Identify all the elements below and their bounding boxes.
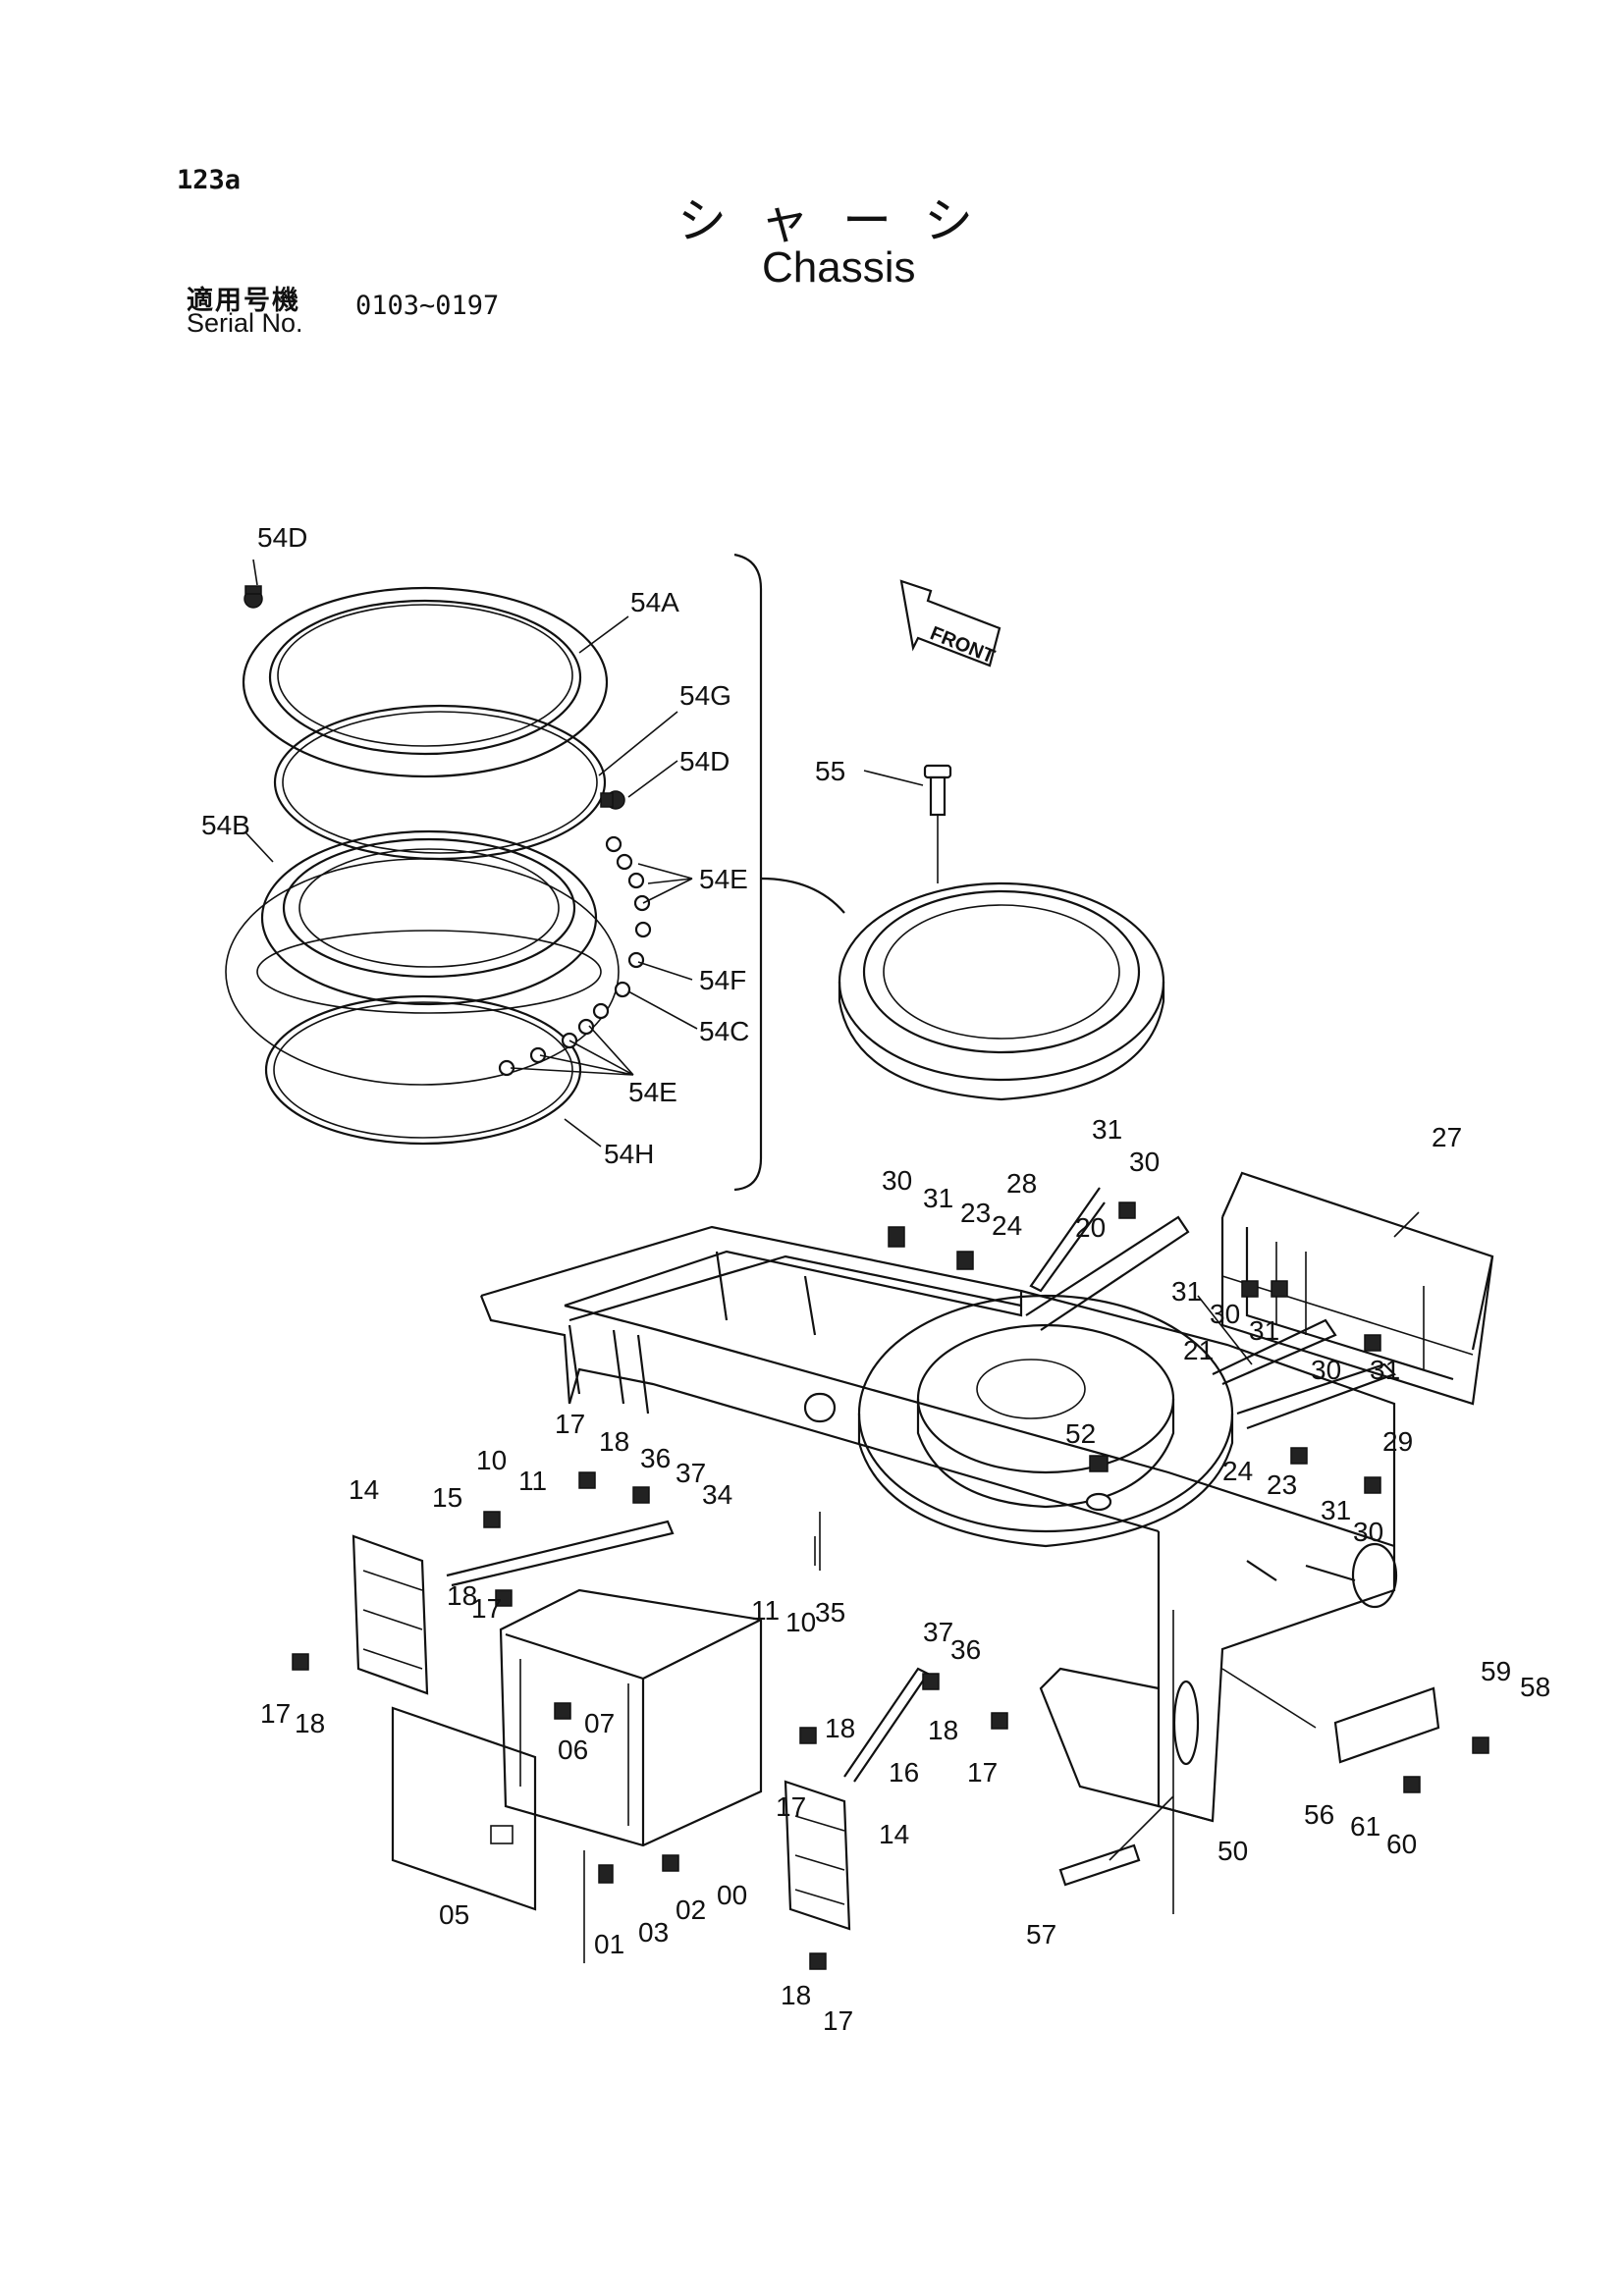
callout-31-b: 31 [923,1183,953,1213]
callout-30-b: 30 [882,1165,912,1196]
callout-36-b: 36 [950,1634,981,1665]
callout-18-b: 18 [447,1580,477,1611]
installed-bearing [838,764,1165,1101]
callout-23-b: 23 [1267,1469,1297,1500]
callout-05: 05 [439,1899,469,1930]
serial-range: 0103~0197 [355,291,500,321]
callout-18-e: 18 [928,1715,958,1745]
callout-17-e: 17 [776,1791,806,1822]
callout-21: 21 [1183,1335,1214,1365]
battery-box [391,1588,763,1963]
callout-18-f: 18 [781,1980,811,2010]
callout-31-f: 31 [1321,1495,1351,1525]
callout-10-b: 10 [785,1607,816,1637]
callout-00: 00 [717,1880,747,1910]
callout-17-d: 17 [967,1757,998,1788]
callout-18-a: 18 [599,1426,629,1457]
callout-20: 20 [1075,1212,1106,1243]
callout-60: 60 [1386,1829,1417,1859]
title-japanese: シャーシ [677,192,1006,249]
side-brackets [1025,1187,1396,1430]
callout-54a: 54A [630,587,679,617]
callout-17-f: 17 [823,2005,853,2036]
callout-37-b: 37 [923,1617,953,1647]
callout-50: 50 [1217,1836,1248,1866]
serial-label-japanese: 適用号機 [187,286,300,316]
swing-bearing-group [225,553,845,1192]
callout-34: 34 [702,1479,732,1510]
callout-30-c: 30 [1210,1299,1240,1329]
callout-17-b: 17 [471,1593,502,1624]
callout-31-d: 31 [1249,1315,1279,1346]
callout-54h: 54H [604,1139,654,1169]
callout-labels: 54D 54A 54G 54D 54B 54E 54F 54C 54E 54H … [201,522,1550,2036]
callout-16: 16 [889,1757,919,1788]
serial-label-english: Serial No. [187,308,303,338]
front-arrow: FRONT [899,579,1001,667]
callout-11-a: 11 [518,1466,547,1496]
callout-30-e: 30 [1353,1517,1383,1547]
callout-02: 02 [676,1895,706,1925]
callout-55: 55 [815,756,845,786]
callout-14-b: 14 [879,1819,909,1849]
main-frame [479,1225,1398,1823]
callout-52: 52 [1065,1418,1096,1449]
callout-54b: 54B [201,810,250,840]
callout-15: 15 [432,1482,462,1513]
callout-54f: 54F [699,965,746,995]
callout-23-a: 23 [960,1198,991,1228]
callout-17-c: 17 [260,1698,291,1729]
callout-31-e: 31 [1370,1355,1400,1385]
rods [446,1512,930,1783]
callout-59: 59 [1481,1656,1511,1686]
callout-11-b: 11 [751,1595,780,1626]
callout-30-d: 30 [1311,1355,1341,1385]
plates [1058,1610,1440,1914]
fasteners [292,1201,1489,1970]
callout-54e-upper: 54E [699,864,748,894]
callout-10-a: 10 [476,1445,507,1475]
callout-37-a: 37 [676,1458,706,1488]
title-english: Chassis [762,243,916,292]
callout-54d-right: 54D [679,746,730,776]
steps [352,1534,851,1931]
callout-30-a: 30 [1129,1147,1160,1177]
callout-54c: 54C [699,1016,749,1046]
callout-61: 61 [1350,1811,1380,1842]
page-number: 123a [177,165,242,195]
callout-06: 06 [558,1735,588,1765]
callout-14-a: 14 [349,1474,379,1505]
callout-24-b: 24 [1222,1456,1253,1486]
callout-18-c: 18 [295,1708,325,1738]
callout-28: 28 [1006,1168,1037,1199]
callout-07: 07 [584,1708,615,1738]
callout-01: 01 [594,1929,624,1959]
callout-36-a: 36 [640,1443,671,1473]
callout-31-c: 31 [1171,1276,1202,1307]
callout-03: 03 [638,1917,669,1948]
callout-35: 35 [815,1597,845,1628]
callout-54d-top: 54D [257,522,307,553]
callout-57: 57 [1026,1919,1056,1949]
callout-56: 56 [1304,1799,1334,1830]
callout-31-a: 31 [1092,1114,1122,1145]
callout-58: 58 [1520,1672,1550,1702]
callout-18-d: 18 [825,1713,855,1743]
callout-54e-lower: 54E [628,1077,677,1107]
callout-54g: 54G [679,680,731,711]
callout-29: 29 [1382,1426,1413,1457]
callout-27: 27 [1432,1122,1462,1152]
callout-24-a: 24 [992,1210,1022,1241]
callout-17-a: 17 [555,1409,585,1439]
counterweight-bracket [1220,1171,1494,1406]
